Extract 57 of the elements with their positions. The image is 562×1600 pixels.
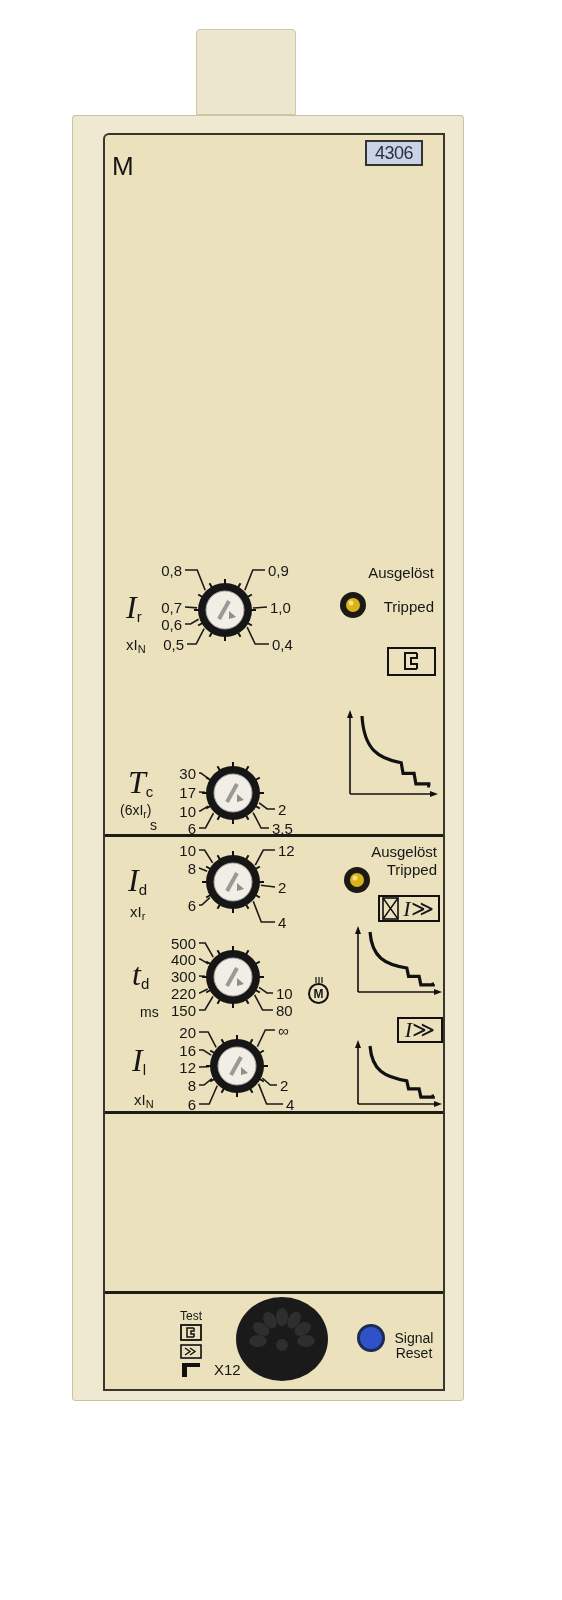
scale-value: 2: [280, 1077, 289, 1093]
scale-value: 8: [187, 860, 196, 876]
scale-value: 220: [170, 985, 196, 1001]
scale-value: 80: [276, 1002, 293, 1018]
scale-value: 6: [187, 820, 196, 836]
scale-value: 4: [278, 914, 287, 930]
unit-label: (6xI$_{r}$): [120, 803, 152, 817]
scale-value: 3,5: [272, 820, 293, 836]
scale-value: 0,6: [161, 616, 182, 632]
scale-value: 16: [179, 1042, 196, 1058]
unit-label: xI$_{N}$: [134, 1091, 154, 1107]
unit-label: xI$_{N}$: [126, 636, 146, 652]
scale-value: 17: [179, 784, 196, 800]
setting-symbol: I$_{d}$: [128, 864, 147, 896]
type-plate: 4306: [365, 140, 423, 166]
symbol-box: I≫: [397, 1017, 443, 1043]
scale-value: 20: [179, 1024, 196, 1040]
scale-value: 8: [187, 1077, 196, 1093]
setting-symbol: I$_{l}$: [132, 1044, 146, 1076]
test-label: Test: [180, 1310, 202, 1322]
indicator-label: Tripped: [383, 599, 434, 615]
scale-value: 0,9: [268, 562, 289, 578]
scale-value: 1,0: [270, 599, 291, 615]
indicator-label: X12: [214, 1362, 241, 1378]
scale-value: 4: [286, 1096, 295, 1112]
scale-value: 12: [278, 842, 295, 858]
symbol-box: I≫: [378, 895, 440, 922]
setting-symbol: T$_{c}$: [128, 766, 154, 798]
panel-letter: M: [112, 153, 134, 179]
unit-label: s: [150, 818, 157, 832]
scale-value: 6: [187, 1096, 196, 1112]
unit-label: ms: [140, 1005, 159, 1019]
unit-label: xI$_{r}$: [130, 903, 146, 919]
indicator-label: Tripped: [386, 862, 437, 878]
scale-value: 0,8: [161, 562, 182, 578]
scale-value: 0,5: [163, 636, 184, 652]
button-label: Signal Reset: [393, 1330, 435, 1362]
scale-value: 10: [179, 803, 196, 819]
scale-value: 0,4: [272, 636, 293, 652]
scale-value: 400: [170, 951, 196, 967]
scale-value: 150: [170, 1002, 196, 1018]
scale-value: 2: [278, 801, 287, 817]
indicator-label: Ausgelöst: [371, 844, 437, 860]
scale-value: 30: [179, 765, 196, 781]
scale-value: ∞: [278, 1022, 289, 1038]
mounting-tab: [196, 29, 296, 115]
scale-value: 2: [278, 879, 287, 895]
indicator-label: Ausgelöst: [368, 565, 434, 581]
setting-symbol: I$_{r}$: [126, 591, 142, 623]
scale-value: 10: [179, 842, 196, 858]
scale-value: 500: [170, 935, 196, 951]
scale-value: 6: [187, 897, 196, 913]
scale-value: 0,7: [161, 599, 182, 615]
scale-value: 12: [179, 1059, 196, 1075]
setting-symbol: t$_{d}$: [132, 958, 150, 990]
scale-value: 10: [276, 985, 293, 1001]
scale-value: 300: [170, 968, 196, 984]
